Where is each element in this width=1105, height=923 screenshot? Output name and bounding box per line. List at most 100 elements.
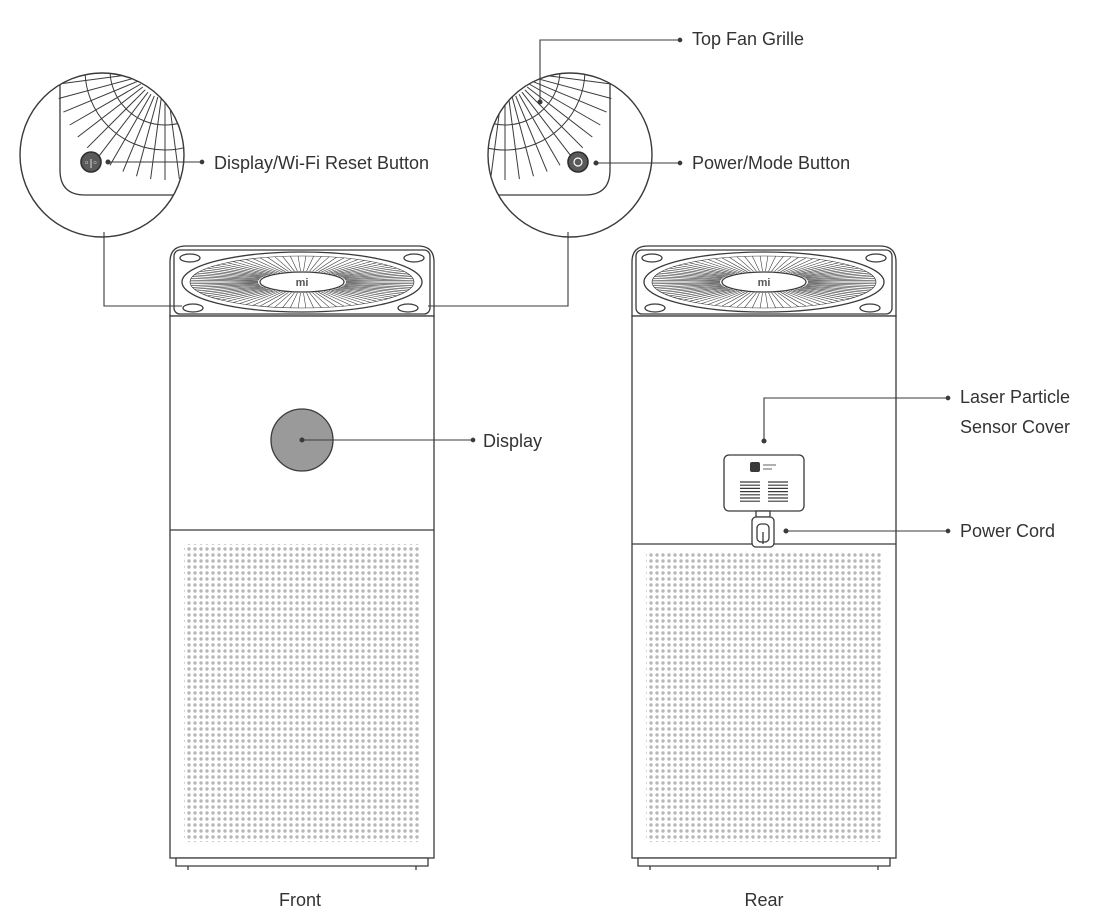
- grille-line: [793, 289, 839, 302]
- grille-line: [179, 0, 220, 46]
- grille-line: [797, 265, 850, 276]
- grille-line: [245, 291, 281, 305]
- grille-line: [780, 257, 807, 273]
- grille-line: [343, 272, 408, 279]
- grille-line: [774, 256, 792, 272]
- grille-line: [172, 0, 193, 43]
- grille-line: [297, 292, 301, 309]
- grille-line: [488, 96, 499, 177]
- grille-line: [321, 291, 352, 306]
- grille-line: [329, 290, 372, 303]
- grille-line: [191, 81, 267, 112]
- grille-line: [191, 278, 259, 281]
- grille-line: [203, 269, 264, 278]
- grille-line: [683, 263, 733, 275]
- rear-fan-grille: mi: [643, 251, 885, 313]
- grille-line: [530, 80, 607, 113]
- zoom-right: [396, 0, 653, 238]
- grille-line: [333, 289, 383, 301]
- grille-line: [196, 285, 261, 292]
- grille-line: [326, 290, 365, 304]
- grille-line: [245, 259, 281, 273]
- grille-line: [759, 255, 763, 272]
- grille-line: [329, 261, 372, 274]
- grille-line: [345, 282, 414, 285]
- grille-line: [665, 286, 726, 295]
- grille-line: [656, 274, 722, 280]
- grille-line: [524, 89, 584, 149]
- grille-line: [765, 255, 769, 272]
- grille-line: [807, 283, 875, 286]
- grille-line: [340, 269, 401, 278]
- grille-line: [490, 97, 502, 180]
- grille-line: [801, 267, 860, 277]
- grille-line: [274, 292, 292, 308]
- grille-line: [216, 265, 269, 276]
- grille-line: [189, 84, 260, 125]
- grille-line: [176, 0, 207, 44]
- grille-line: [736, 256, 754, 272]
- grille-line: [396, 56, 477, 67]
- grille-line: [182, 0, 232, 48]
- grille-line: [345, 279, 414, 282]
- grille-line: [678, 265, 731, 276]
- grille-line: [211, 288, 267, 298]
- grille-line: [216, 288, 269, 299]
- grille-line: [791, 261, 834, 274]
- grille-line: [321, 258, 352, 273]
- grille-line: [528, 83, 601, 126]
- grille-line: [777, 292, 799, 307]
- zoom-left: ◦|◦: [19, 0, 274, 238]
- grille-line: [69, 83, 142, 126]
- grille-line: [290, 255, 298, 272]
- grille-line: [326, 260, 365, 274]
- grille-line: [515, 95, 548, 172]
- grille-line: [788, 260, 827, 274]
- grille-line: [58, 76, 139, 99]
- grille-line: [658, 272, 723, 279]
- grille-line: [78, 3, 143, 53]
- grille-line: [658, 285, 723, 292]
- grille-line: [450, 0, 491, 46]
- grille-line: [519, 0, 560, 46]
- grille-line: [337, 288, 393, 298]
- grille-line: [306, 255, 314, 272]
- grille-line: [531, 28, 607, 59]
- grille-line: [661, 286, 724, 293]
- grille-line: [98, 0, 148, 48]
- grille-line: [768, 292, 776, 309]
- grille-line: [797, 288, 850, 299]
- grille-line: [312, 292, 330, 308]
- grille-line: [187, 3, 252, 53]
- grille-line: [785, 259, 821, 273]
- grille-line: [707, 259, 743, 273]
- grille-line: [707, 291, 743, 305]
- grille-line: [344, 284, 410, 290]
- power-cord: [751, 510, 775, 548]
- grille-line: [193, 74, 274, 85]
- grille-line: [653, 283, 721, 286]
- label-top-fan-grille: Top Fan Grille: [692, 29, 805, 49]
- grille-line: [652, 282, 721, 285]
- grille-line: [342, 286, 405, 293]
- grille-line: [136, 96, 159, 177]
- grille-line: [665, 269, 726, 278]
- grille-line: [661, 271, 724, 278]
- grille-line: [192, 276, 260, 280]
- label-laser-line1: Laser Particle: [960, 387, 1071, 407]
- grille-line: [206, 287, 265, 297]
- leader-lines: [103, 37, 951, 534]
- grille-line: [477, 0, 498, 43]
- grille-line: [87, 0, 145, 50]
- grille-line: [267, 257, 289, 272]
- label-display: Display: [483, 431, 543, 451]
- grille-line: [807, 282, 876, 285]
- grille-line: [427, 0, 485, 50]
- rear-logo: mi: [758, 277, 771, 289]
- laser-sensor-cover: [723, 454, 805, 512]
- grille-line: [190, 282, 259, 285]
- grille-line: [701, 290, 740, 304]
- grille-line: [806, 274, 872, 280]
- grille-line: [55, 73, 138, 85]
- wifi-reset-button: [80, 151, 102, 173]
